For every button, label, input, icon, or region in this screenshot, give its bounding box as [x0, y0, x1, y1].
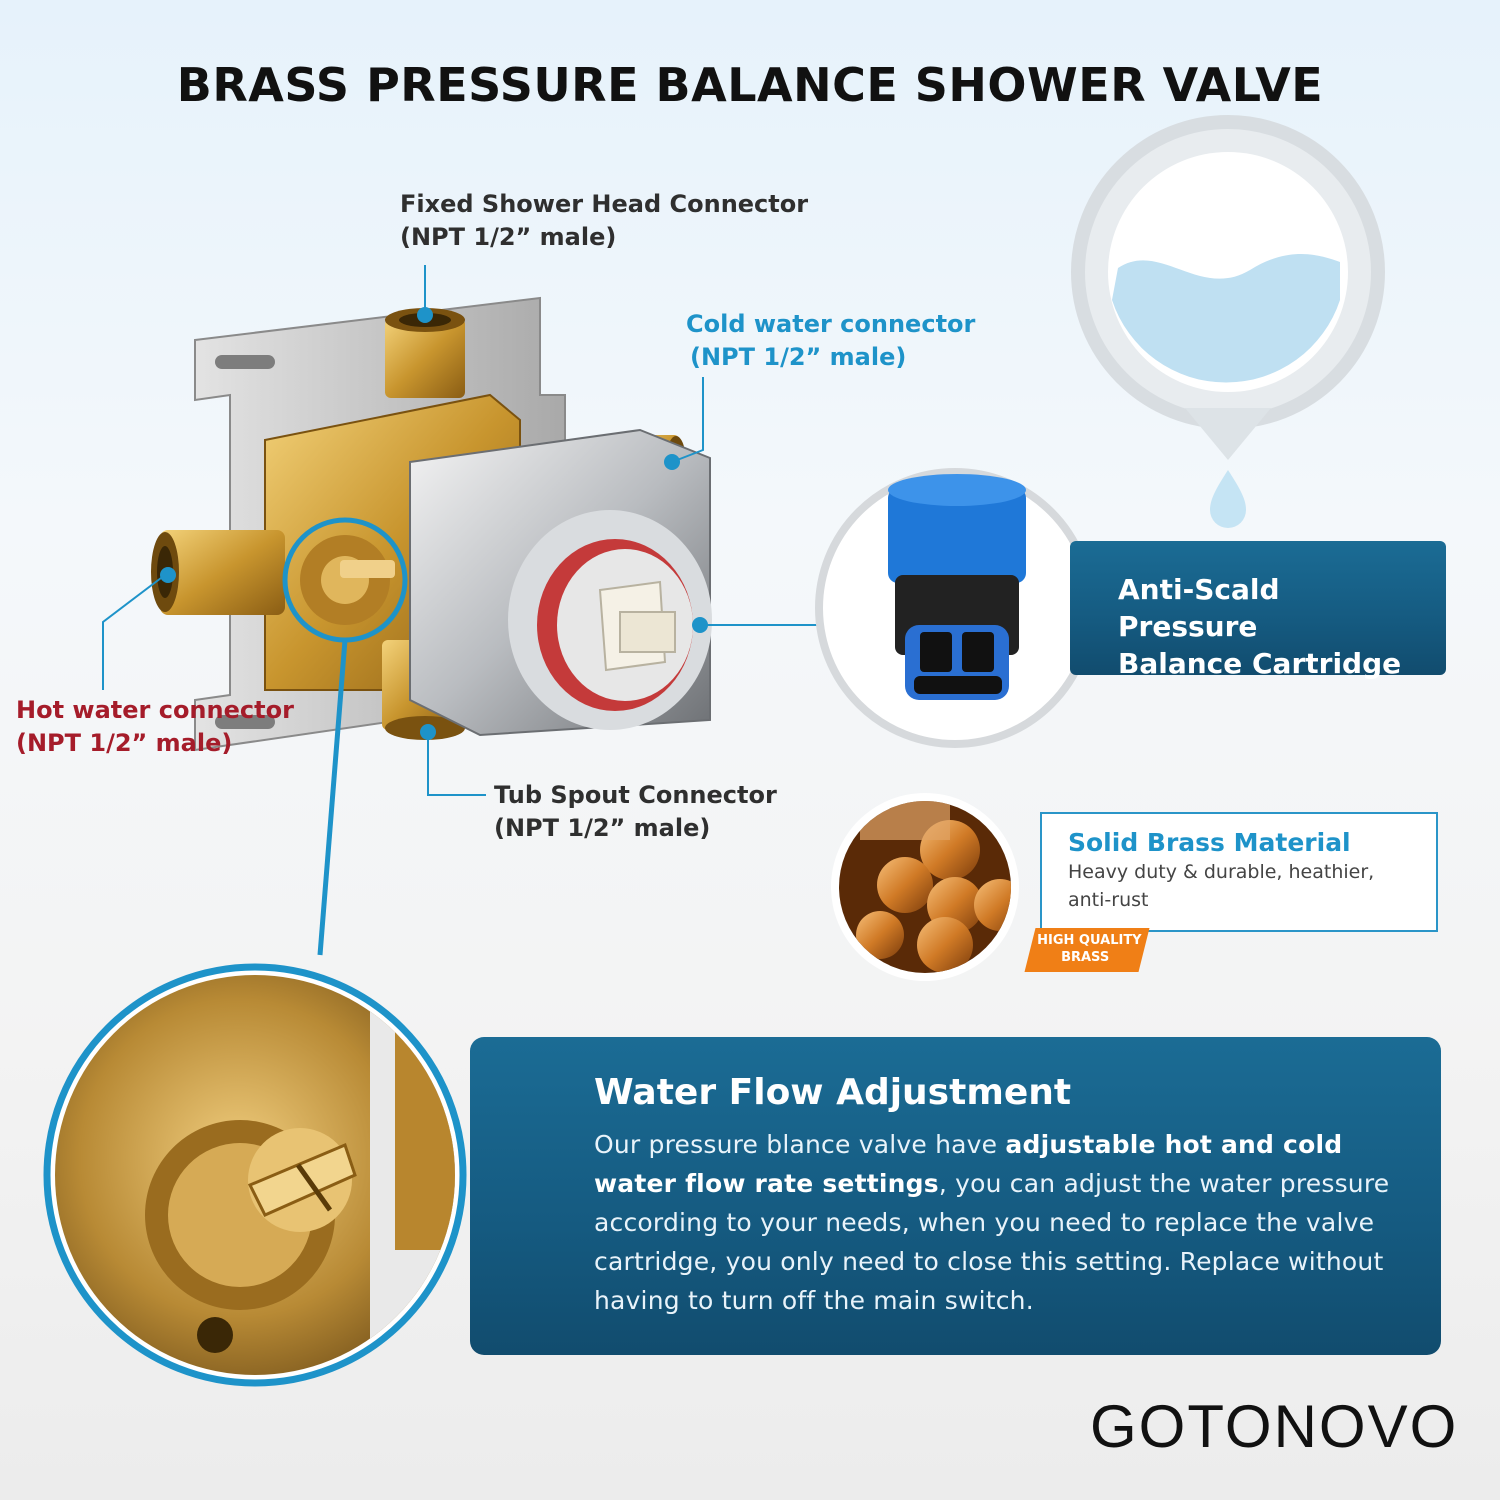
hot-connector-spec: (NPT 1/2” male): [16, 729, 233, 757]
cold-connector-name: Cold water connector: [686, 310, 976, 338]
brass-desc-line1: Heavy duty & durable, heathier,: [1068, 861, 1375, 883]
brass-desc-line2: anti-rust: [1068, 889, 1149, 911]
flow-text-bold: adjustable hot and cold water flow rate …: [594, 1130, 1343, 1198]
page-title: BRASS PRESSURE BALANCE SHOWER VALVE: [176, 58, 1324, 112]
callout-lines: [102, 265, 822, 796]
flow-title: Water Flow Adjustment: [594, 1072, 1072, 1113]
cold-connector-label: Cold water connector (NPT 1/2” male): [686, 308, 975, 374]
cartridge-title-line2: Balance Cartridge: [1118, 647, 1402, 680]
fixed-head-label: Fixed Shower Head Connector (NPT 1/2” ma…: [400, 188, 808, 254]
zoom-detail-photo: [43, 963, 467, 1387]
tub-spout-label: Tub Spout Connector (NPT 1/2” male): [494, 779, 777, 845]
flow-text-b: , you can adjust the water pressure acco…: [594, 1169, 1390, 1315]
brass-photo: [831, 793, 1019, 981]
fixed-head-name: Fixed Shower Head Connector: [400, 190, 809, 218]
tub-spout-name: Tub Spout Connector: [494, 781, 777, 809]
brass-title: Solid Brass Material: [1068, 828, 1351, 857]
water-drop-icon: [1071, 115, 1385, 528]
flow-adjustment-panel: Water Flow Adjustment Our pressure blanc…: [470, 1037, 1441, 1355]
hot-connector-name: Hot water connector: [16, 696, 294, 724]
hot-connector-label: Hot water connector (NPT 1/2” male): [16, 694, 294, 760]
cartridge-photo: [815, 468, 1095, 748]
brand-logo: GOTONOVO: [1090, 1393, 1459, 1460]
cold-connector-spec: (NPT 1/2” male): [690, 343, 907, 371]
cartridge-title-line1: Anti-Scald Pressure: [1118, 573, 1280, 643]
zoom-connector: [282, 517, 408, 956]
flow-description: Our pressure blance valve have adjustabl…: [594, 1125, 1411, 1320]
badge-line1: HIGH QUALITY: [1037, 933, 1142, 948]
cartridge-feature-box: Anti-Scald Pressure Balance Cartridge: [1070, 541, 1446, 680]
badge-line2: BRASS: [1061, 950, 1110, 965]
flow-text-a: Our pressure blance valve have: [594, 1130, 1006, 1159]
fixed-head-spec: (NPT 1/2” male): [400, 223, 617, 251]
chrome-housing: [409, 428, 712, 737]
tub-spout-spec: (NPT 1/2” male): [494, 814, 711, 842]
brass-feature-box: Solid Brass Material Heavy duty & durabl…: [1040, 812, 1438, 932]
high-quality-badge: HIGH QUALITY BRASS: [1024, 928, 1150, 972]
callout-dots: [160, 307, 708, 740]
